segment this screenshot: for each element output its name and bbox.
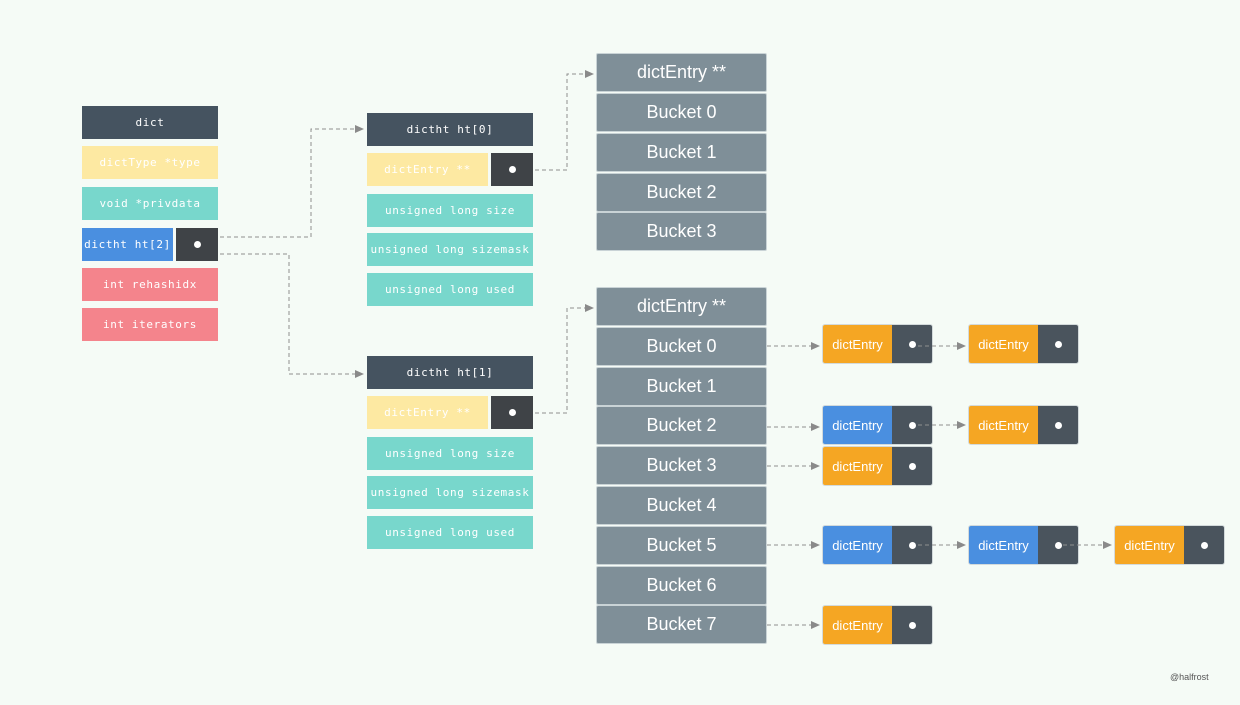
ht1-bucket: Bucket 6 bbox=[596, 566, 767, 605]
dict-title: dict bbox=[82, 106, 218, 139]
dict-entry-node: dictEntry bbox=[822, 324, 933, 364]
pointer-dot-icon bbox=[908, 621, 916, 629]
dict-entry-node: dictEntry bbox=[968, 525, 1079, 565]
dict-entry-node: dictEntry bbox=[822, 446, 933, 486]
dict-type-field: dictType *type bbox=[82, 146, 218, 179]
ht1-table-pointer bbox=[491, 396, 533, 429]
pointer-dot-icon bbox=[1054, 340, 1062, 348]
ht1-size-field: unsigned long size bbox=[367, 437, 533, 470]
dict-entry-node: dictEntry bbox=[968, 405, 1079, 445]
pointer-dot-icon bbox=[908, 541, 916, 549]
next-pointer bbox=[1038, 325, 1078, 363]
ht1-title: dictht ht[1] bbox=[367, 356, 533, 389]
ht0-used-field: unsigned long used bbox=[367, 273, 533, 306]
ht1-array-header: dictEntry ** bbox=[596, 287, 767, 326]
ht1-bucket: Bucket 3 bbox=[596, 446, 767, 485]
dict-entry-label: dictEntry bbox=[823, 526, 892, 564]
dict-entry-label: dictEntry bbox=[823, 325, 892, 363]
ht1-bucket: Bucket 4 bbox=[596, 486, 767, 525]
dict-entry-node: dictEntry bbox=[822, 605, 933, 645]
dict-entry-node: dictEntry bbox=[1114, 525, 1225, 565]
ht0-title: dictht ht[0] bbox=[367, 113, 533, 146]
dict-ht-pointer bbox=[176, 228, 218, 261]
ht0-table-pointer bbox=[491, 153, 533, 186]
ht1-used-field: unsigned long used bbox=[367, 516, 533, 549]
ht1-bucket: Bucket 0 bbox=[596, 327, 767, 366]
next-pointer bbox=[892, 606, 932, 644]
dict-entry-node: dictEntry bbox=[822, 405, 933, 445]
link-ht1-table-to-array bbox=[535, 304, 594, 414]
dict-entry-node: dictEntry bbox=[822, 525, 933, 565]
pointer-dot-icon bbox=[1054, 421, 1062, 429]
ht0-array-header: dictEntry ** bbox=[596, 53, 767, 92]
dict-rehashidx-field: int rehashidx bbox=[82, 268, 218, 301]
dict-entry-node: dictEntry bbox=[968, 324, 1079, 364]
pointer-dot-icon bbox=[1200, 541, 1208, 549]
ht1-bucket: Bucket 1 bbox=[596, 367, 767, 406]
dict-ht-field: dictht ht[2] bbox=[82, 228, 173, 261]
link-dict-to-ht1 bbox=[220, 253, 364, 378]
pointer-dot-icon bbox=[908, 340, 916, 348]
dict-entry-label: dictEntry bbox=[1115, 526, 1184, 564]
next-pointer bbox=[892, 325, 932, 363]
dict-entry-label: dictEntry bbox=[969, 325, 1038, 363]
pointer-dot-icon bbox=[1054, 541, 1062, 549]
next-pointer bbox=[892, 447, 932, 485]
dict-privdata-field: void *privdata bbox=[82, 187, 218, 220]
ht0-bucket: Bucket 3 bbox=[596, 212, 767, 251]
ht0-size-field: unsigned long size bbox=[367, 194, 533, 227]
pointer-dot-icon bbox=[908, 421, 916, 429]
ht1-bucket: Bucket 5 bbox=[596, 526, 767, 565]
ht1-sizemask-field: unsigned long sizemask bbox=[367, 476, 533, 509]
link-ht0-table-to-array bbox=[535, 70, 594, 171]
next-pointer bbox=[1038, 406, 1078, 444]
next-pointer bbox=[1184, 526, 1224, 564]
dict-entry-label: dictEntry bbox=[969, 406, 1038, 444]
ht0-bucket: Bucket 2 bbox=[596, 173, 767, 212]
ht0-sizemask-field: unsigned long sizemask bbox=[367, 233, 533, 266]
pointer-dot-icon bbox=[193, 241, 201, 248]
author-credit: @halfrost bbox=[1170, 672, 1209, 682]
dict-entry-label: dictEntry bbox=[823, 447, 892, 485]
dict-entry-label: dictEntry bbox=[823, 406, 892, 444]
ht0-bucket: Bucket 0 bbox=[596, 93, 767, 132]
dict-entry-label: dictEntry bbox=[969, 526, 1038, 564]
ht0-table-field: dictEntry ** bbox=[367, 153, 488, 186]
dict-iterators-field: int iterators bbox=[82, 308, 218, 341]
next-pointer bbox=[1038, 526, 1078, 564]
link-dict-to-ht0 bbox=[220, 125, 364, 238]
ht1-bucket: Bucket 2 bbox=[596, 406, 767, 445]
next-pointer bbox=[892, 406, 932, 444]
dict-entry-label: dictEntry bbox=[823, 606, 892, 644]
pointer-dot-icon bbox=[508, 409, 516, 416]
pointer-dot-icon bbox=[508, 166, 516, 173]
pointer-dot-icon bbox=[908, 462, 916, 470]
ht1-bucket: Bucket 7 bbox=[596, 605, 767, 644]
next-pointer bbox=[892, 526, 932, 564]
ht0-bucket: Bucket 1 bbox=[596, 133, 767, 172]
ht1-table-field: dictEntry ** bbox=[367, 396, 488, 429]
